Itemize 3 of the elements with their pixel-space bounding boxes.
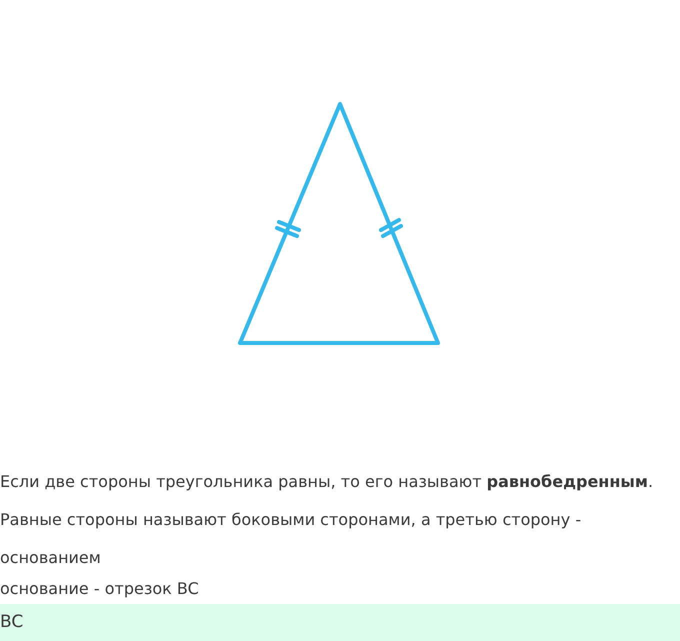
answer-text: BC [0,612,24,632]
text-line: Если две стороны треугольника равны, то его называют равнобедренным. [0,471,654,493]
text-line: основание - отрезок BC [0,578,200,600]
